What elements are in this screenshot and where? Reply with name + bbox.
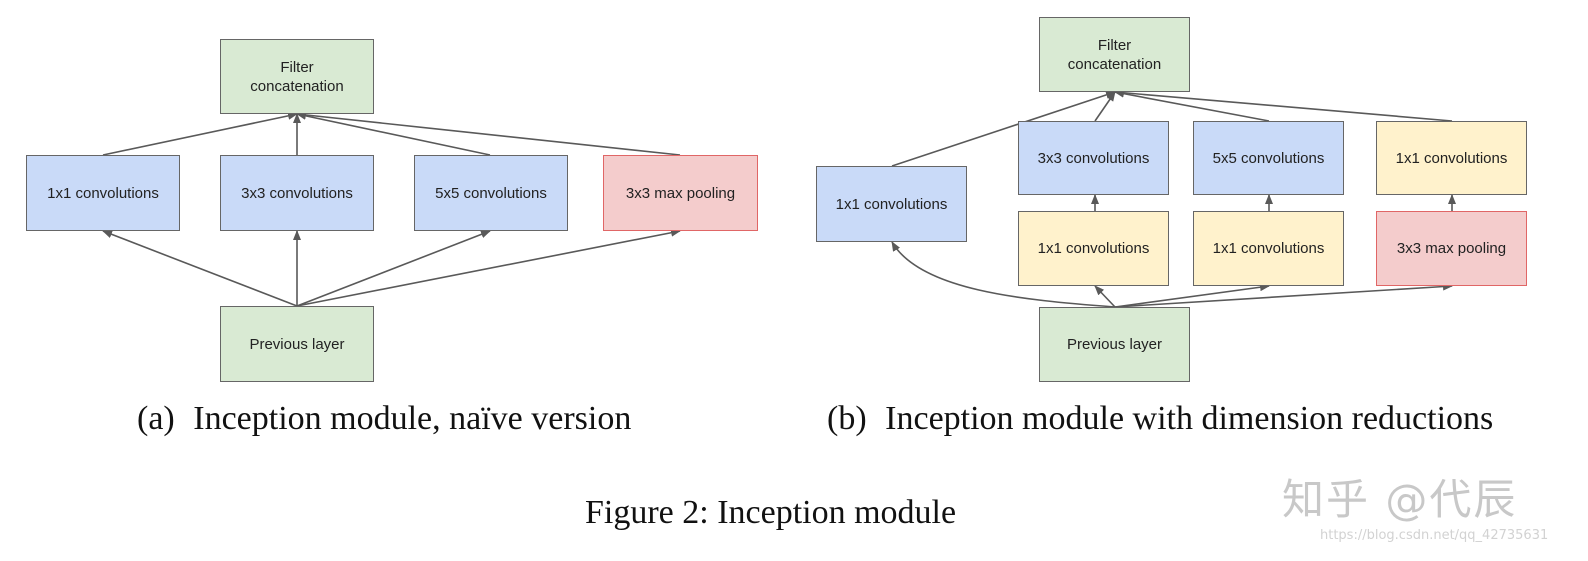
arrow-a-conv1-to-filter <box>102 111 298 156</box>
a-3x3-max-pooling-box: 3x3 max pooling <box>603 155 758 231</box>
arrow-a-pool-to-filter <box>296 110 681 156</box>
caption-a-label: (a) <box>137 400 175 437</box>
b-reduce3-1x1-convolutions-box: 1x1 convolutions <box>1018 211 1169 286</box>
b-1x1-convolutions-box: 1x1 convolutions <box>816 166 967 242</box>
caption-a: (a) Inception module, naïve version <box>137 400 631 438</box>
a-1x1-convolutions-label: 1x1 convolutions <box>47 184 159 202</box>
arrow-b-conv5-to-filter <box>1114 89 1270 122</box>
a-previous-layer-label: Previous layer <box>249 335 345 353</box>
a-filter-concatenation-box: Filter concatenation <box>220 39 374 114</box>
arrow-b-conv1pool-to-filter <box>1114 88 1453 122</box>
arrow-a-conv5-to-filter <box>296 111 491 156</box>
arrow-b-prev-to-reduce5 <box>1114 283 1270 308</box>
arrow-b-prev-to-reduce3 <box>1094 285 1116 308</box>
a-5x5-convolutions-box: 5x5 convolutions <box>414 155 568 231</box>
arrow-b-conv3-to-filter <box>1094 91 1116 122</box>
b-filter-concatenation-box: Filter concatenation <box>1039 17 1190 92</box>
a-3x3-convolutions-label: 3x3 convolutions <box>241 184 353 202</box>
arrow-b-conv1-to-filter <box>891 91 1116 167</box>
a-filter-concatenation-label: Filter concatenation <box>250 58 344 95</box>
figure-caption: Figure 2: Inception module <box>585 494 957 531</box>
b-filter-concatenation-label: Filter concatenation <box>1067 36 1162 73</box>
caption-b-text: Inception module with dimension reductio… <box>885 400 1494 437</box>
a-3x3-max-pooling-label: 3x3 max pooling <box>625 184 736 202</box>
b-previous-layer-label: Previous layer <box>1066 336 1163 353</box>
a-3x3-convolutions-box: 3x3 convolutions <box>220 155 374 231</box>
b-reduce5-1x1-convolutions-label: 1x1 convolutions <box>1212 240 1325 257</box>
caption-b: (b) Inception module with dimension redu… <box>827 400 1493 438</box>
b-reduce3-1x1-convolutions-label: 1x1 convolutions <box>1037 240 1150 257</box>
b-3x3-convolutions-box: 3x3 convolutions <box>1018 121 1169 195</box>
arrow-a-prev-to-conv1 <box>102 230 298 307</box>
b-3x3-max-pooling-box: 3x3 max pooling <box>1376 211 1527 286</box>
a-previous-layer-box: Previous layer <box>220 306 374 382</box>
arrow-b-prev-to-pool <box>1114 282 1453 308</box>
arrow-a-prev-to-pool <box>296 228 681 307</box>
b-1x1-convolutions-label: 1x1 convolutions <box>835 195 948 213</box>
b-3x3-convolutions-label: 3x3 convolutions <box>1037 149 1150 167</box>
b-pool-proj-1x1-convolutions-label: 1x1 convolutions <box>1395 149 1508 167</box>
a-5x5-convolutions-label: 5x5 convolutions <box>435 184 547 202</box>
b-5x5-convolutions-box: 5x5 convolutions <box>1193 121 1344 195</box>
arrow-a-prev-to-conv5 <box>296 230 491 307</box>
caption-b-label: (b) <box>827 400 867 437</box>
b-3x3-max-pooling-label: 3x3 max pooling <box>1396 240 1507 257</box>
arrow-b-prev-to-conv1 <box>891 241 1116 308</box>
caption-a-text: Inception module, naïve version <box>193 400 632 437</box>
a-1x1-convolutions-box: 1x1 convolutions <box>26 155 180 231</box>
b-5x5-convolutions-label: 5x5 convolutions <box>1212 149 1325 167</box>
watermark-brand: 知乎 @代辰 <box>1282 475 1518 524</box>
watermark-url: https://blog.csdn.net/qq_42735631 <box>1320 528 1549 543</box>
b-previous-layer-box: Previous layer <box>1039 307 1190 382</box>
b-reduce5-1x1-convolutions-box: 1x1 convolutions <box>1193 211 1344 286</box>
b-pool-proj-1x1-convolutions-box: 1x1 convolutions <box>1376 121 1527 195</box>
